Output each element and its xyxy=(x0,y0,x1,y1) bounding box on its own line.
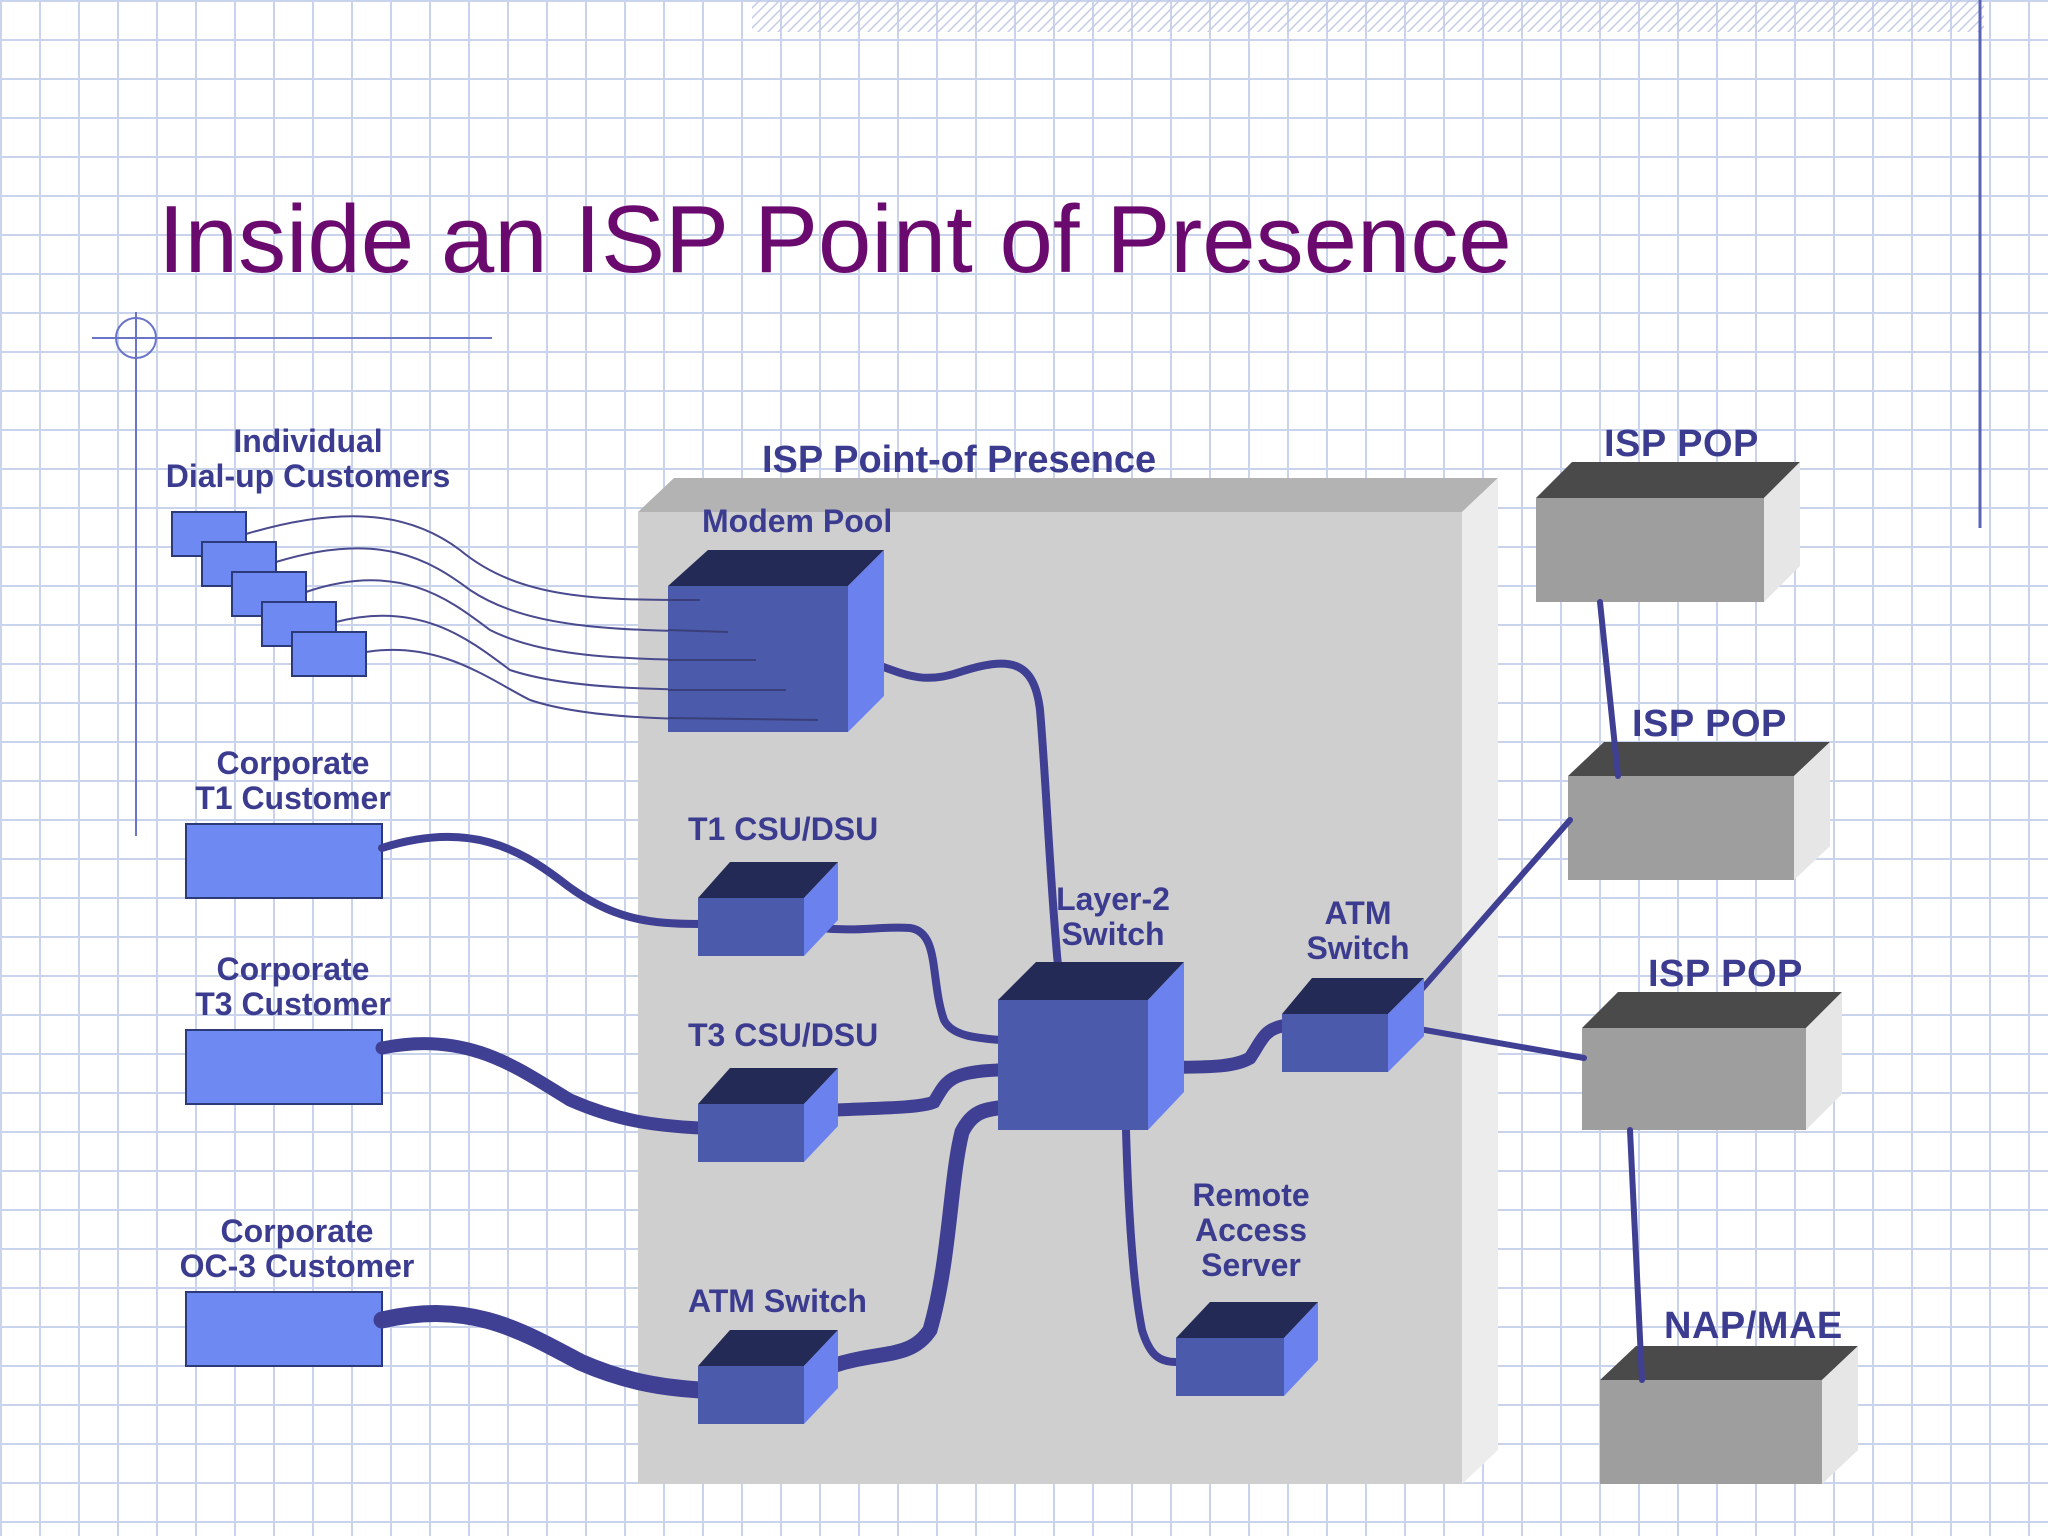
atm-switch-right-device xyxy=(1282,978,1424,1072)
top-hatch-band xyxy=(752,0,1984,32)
wire-modem-layer2 xyxy=(860,656,1062,970)
wire-atm-pop3 xyxy=(1399,1023,1587,1061)
isp-pop-1-box xyxy=(1536,462,1800,602)
isp-pop-3-label: ISP POP xyxy=(1648,953,1803,995)
t1-customer-box xyxy=(185,823,383,899)
ras-label-line-3: Server xyxy=(1201,1247,1301,1284)
wire-oc3-customer-atm xyxy=(373,1305,709,1399)
t1-csu-dsu-device xyxy=(698,862,838,956)
dialup-customer-5 xyxy=(291,631,367,677)
dialup-wire-3 xyxy=(305,579,757,661)
atm-switch-left-device xyxy=(698,1330,838,1424)
t1-label-line-1: Corporate xyxy=(216,745,370,781)
atm-right-label-line-1: ATM xyxy=(1324,895,1392,931)
ras-label-line-2: Access xyxy=(1194,1212,1308,1249)
pop-region-label: ISP Point-of Presence xyxy=(762,439,1157,481)
t3-csu-dsu-device xyxy=(698,1068,838,1162)
atm-switch-left-label: ATM Switch xyxy=(688,1283,867,1319)
isp-pop-2-label: ISP POP xyxy=(1632,703,1787,745)
nap-mae-label: NAP/MAE xyxy=(1664,1305,1843,1347)
layer2-switch-label: Layer-2 Switch xyxy=(1046,881,1180,953)
wire-pop1-pop2 xyxy=(1597,599,1621,779)
ras-label-line-1: Remote xyxy=(1192,1177,1310,1213)
wire-atm-pop2 xyxy=(1397,817,1573,1017)
isp-pop-2-box xyxy=(1568,742,1830,880)
wire-pop3-nap xyxy=(1627,1127,1645,1383)
layer2-label-line-1: Layer-2 xyxy=(1056,881,1170,917)
t1-customer-label: Corporate T1 Customer xyxy=(186,745,400,817)
wire-t1-customer-csu xyxy=(378,832,704,928)
dialup-wire-1 xyxy=(245,515,701,601)
t1-csu-dsu-label: T1 CSU/DSU xyxy=(688,811,879,847)
remote-access-server-device xyxy=(1176,1302,1318,1396)
t3-csu-dsu-label: T3 CSU/DSU xyxy=(688,1017,879,1053)
modem-wire-end-2 xyxy=(667,629,729,633)
oc3-customer-box xyxy=(185,1291,383,1367)
atm-switch-right-label: ATM Switch xyxy=(1296,895,1420,967)
wire-t1csu-layer2 xyxy=(816,923,1004,1044)
oc3-label-line-2: OC-3 Customer xyxy=(179,1248,415,1285)
atm-right-label-line-2: Switch xyxy=(1306,930,1410,967)
wire-layer2-ras xyxy=(1122,1126,1180,1366)
dialup-label-line-1: Individual xyxy=(233,423,383,459)
isp-pop-1-label: ISP POP xyxy=(1604,423,1759,465)
isp-pop-3-box xyxy=(1582,992,1842,1130)
layer2-switch-device xyxy=(998,962,1184,1130)
dialup-wire-2 xyxy=(275,547,729,633)
t3-customer-label: Corporate T3 Customer xyxy=(186,951,400,1023)
dialup-customers-label: Individual Dial-up Customers xyxy=(158,423,458,495)
t3-label-line-1: Corporate xyxy=(216,951,370,987)
t3-customer-box xyxy=(185,1029,383,1105)
dialup-label-line-2: Dial-up Customers xyxy=(165,458,451,495)
oc3-label-line-1: Corporate xyxy=(220,1213,374,1249)
layer2-label-line-2: Switch xyxy=(1061,916,1165,953)
wire-t3-customer-csu xyxy=(375,1037,707,1135)
wire-atmleft-layer2 xyxy=(824,1100,1006,1374)
crosshair-ornament xyxy=(115,317,157,359)
nap-mae-box xyxy=(1600,1346,1858,1484)
modem-wire-end-5 xyxy=(667,717,819,721)
oc3-customer-label: Corporate OC-3 Customer xyxy=(166,1213,428,1285)
modem-pool-device xyxy=(668,550,884,732)
t3-label-line-2: T3 Customer xyxy=(195,986,391,1023)
modem-pool-label: Modem Pool xyxy=(702,503,893,539)
wire-t3csu-layer2 xyxy=(827,1063,1005,1117)
t1-label-line-2: T1 Customer xyxy=(195,780,391,817)
remote-access-server-label: Remote Access Server xyxy=(1176,1177,1326,1284)
page-title: Inside an ISP Point of Presence xyxy=(158,186,1512,293)
